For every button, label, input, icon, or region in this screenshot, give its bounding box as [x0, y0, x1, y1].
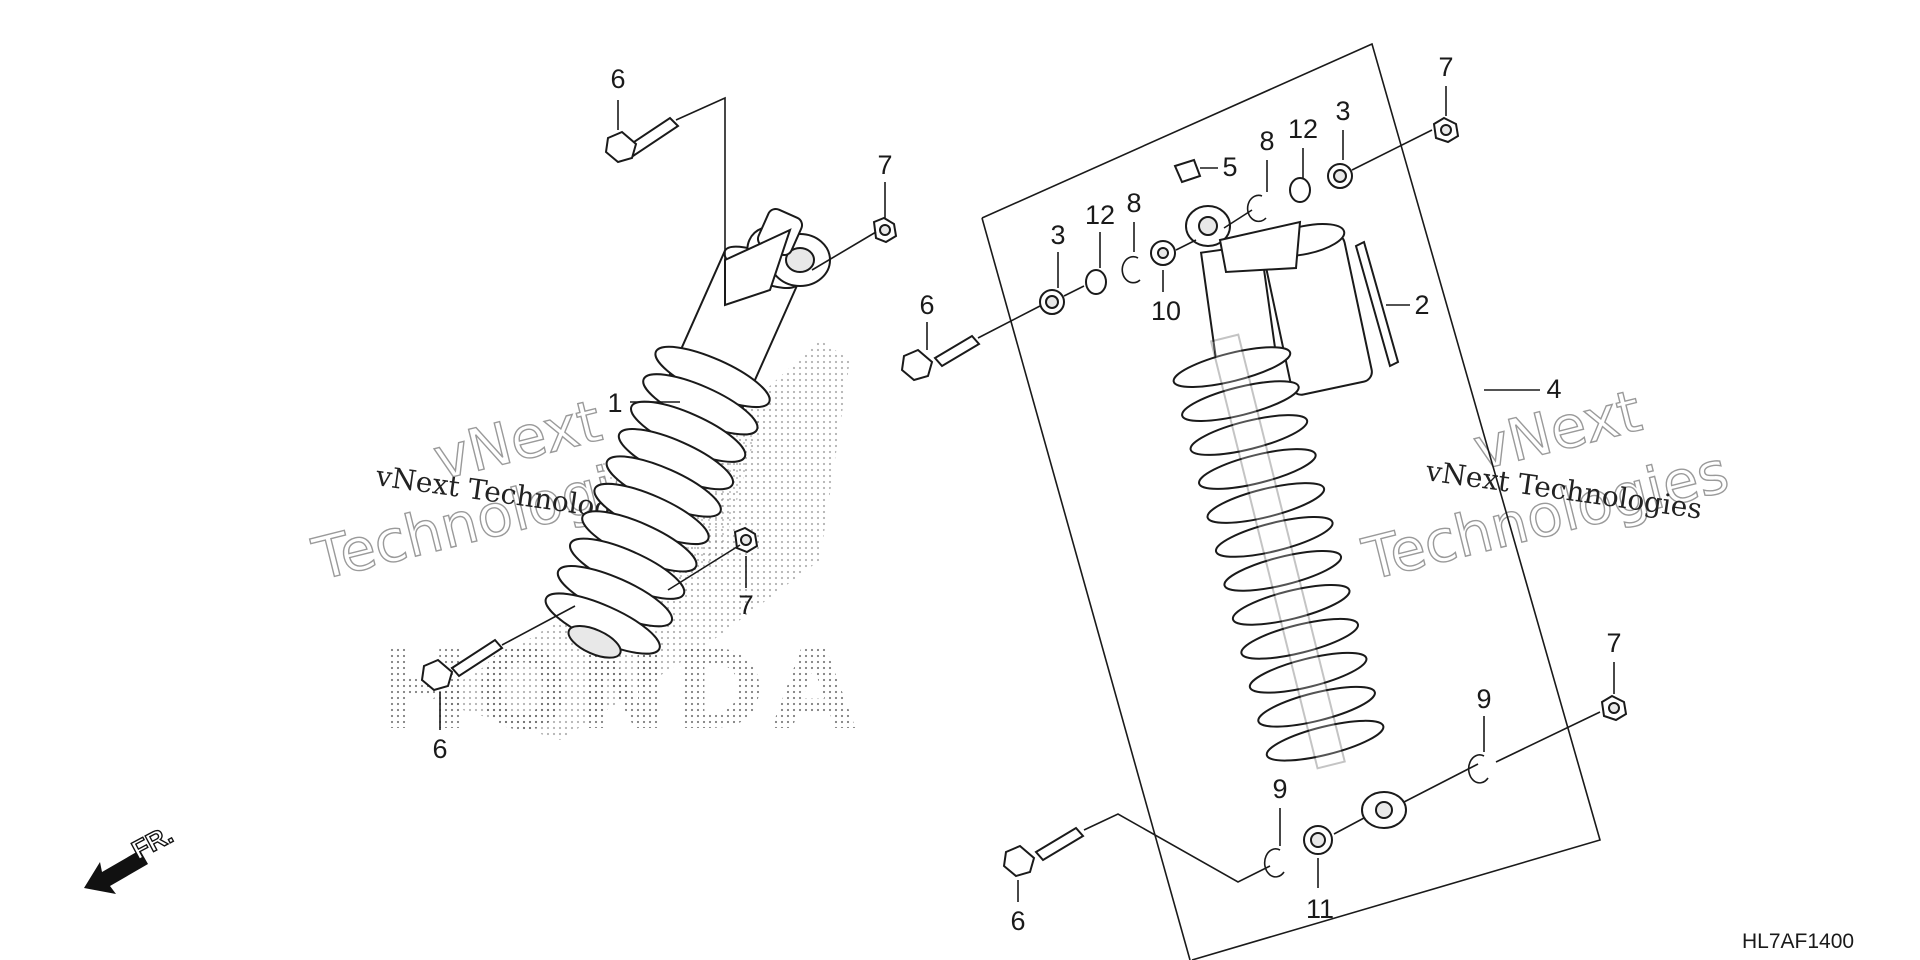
callout-9: 9: [1272, 774, 1287, 804]
nut-top-right: [1432, 116, 1460, 144]
callout-12: 12: [1288, 114, 1318, 144]
callout-9: 9: [1476, 684, 1491, 714]
clip-8-left: [1121, 255, 1141, 284]
right-shock-assembly: [900, 42, 1628, 960]
bushing-10: [1150, 240, 1176, 266]
callout-8: 8: [1259, 126, 1274, 156]
callout-8: 8: [1126, 188, 1141, 218]
nut-lower-right: [1600, 694, 1628, 722]
callout-6: 6: [432, 734, 447, 764]
callout-7: 7: [877, 150, 892, 180]
collar-3-left: [1039, 289, 1065, 315]
cap-5: [1173, 158, 1202, 184]
callout-3: 3: [1335, 96, 1350, 126]
callout-1: 1: [607, 388, 622, 418]
bolt-lower-left: [420, 638, 504, 692]
assembly-frame-4: [981, 42, 1601, 960]
front-direction-arrow: FR.: [84, 818, 179, 894]
callout-7: 7: [1606, 628, 1621, 658]
strip-part-2: [1354, 240, 1400, 368]
callout-7: 7: [1438, 52, 1453, 82]
callout-5: 5: [1222, 152, 1237, 182]
ring-12-right: [1289, 177, 1311, 203]
nut-upper-left: [872, 216, 898, 244]
callout-labels: 6 7 1 7 6 6 3 12 8 10 5 8 12 3 7 2 4 7 9…: [432, 52, 1621, 936]
callout-12: 12: [1085, 200, 1115, 230]
callout-11: 11: [1306, 894, 1334, 924]
bolt-lower-right: [1002, 826, 1085, 878]
callout-3: 3: [1050, 220, 1065, 250]
callout-7: 7: [738, 590, 753, 620]
collar-3-right: [1327, 163, 1353, 189]
part-code: HL7AF1400: [1742, 930, 1854, 953]
collar-11: [1303, 825, 1333, 855]
callout-10: 10: [1151, 296, 1181, 326]
bolt-upper-left: [604, 116, 680, 164]
clip-9-left: [1263, 848, 1285, 878]
clip-8-right: [1246, 194, 1267, 223]
arrow-icon: [84, 850, 148, 894]
callout-6: 6: [1010, 906, 1025, 936]
callout-6: 6: [610, 64, 625, 94]
clip-9-right: [1467, 754, 1489, 784]
left-shock-spring: [544, 345, 771, 655]
bolt-upper-right: [900, 334, 981, 382]
callout-4: 4: [1546, 374, 1561, 404]
callout-2: 2: [1414, 290, 1429, 320]
ring-12-left: [1085, 269, 1107, 295]
leader-lines: [439, 86, 1615, 902]
callout-6: 6: [919, 290, 934, 320]
right-shock-spring: [1172, 333, 1385, 770]
watermark-right: vNext Technologies vNext Technologies: [1355, 376, 1735, 595]
nut-lower-left: [733, 526, 759, 554]
left-shock-assembly: [420, 96, 898, 692]
